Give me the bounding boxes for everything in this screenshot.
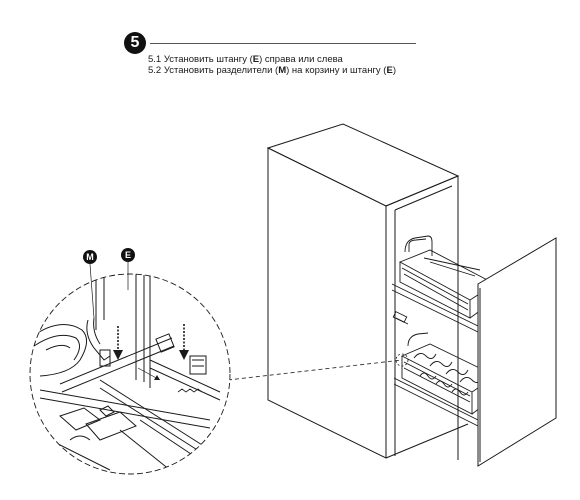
front-panel — [477, 237, 557, 467]
header-rule — [150, 43, 416, 44]
step-header: 5 5.1 Установить штангу (E) справа или с… — [124, 32, 424, 82]
callout-e: E — [121, 248, 135, 262]
insert-arrow-m — [113, 326, 123, 360]
step-number-badge: 5 — [124, 32, 146, 54]
instruction-5-1: 5.1 Установить штангу (E) справа или сле… — [148, 54, 343, 65]
instruction-5-2: 5.2 Установить разделители (M) на корзин… — [148, 65, 396, 76]
cabinet — [266, 123, 469, 460]
insert-arrow-e — [179, 324, 189, 360]
callout-m: M — [83, 250, 97, 264]
detail-leader-line — [227, 359, 403, 381]
detail-view — [29, 262, 231, 475]
